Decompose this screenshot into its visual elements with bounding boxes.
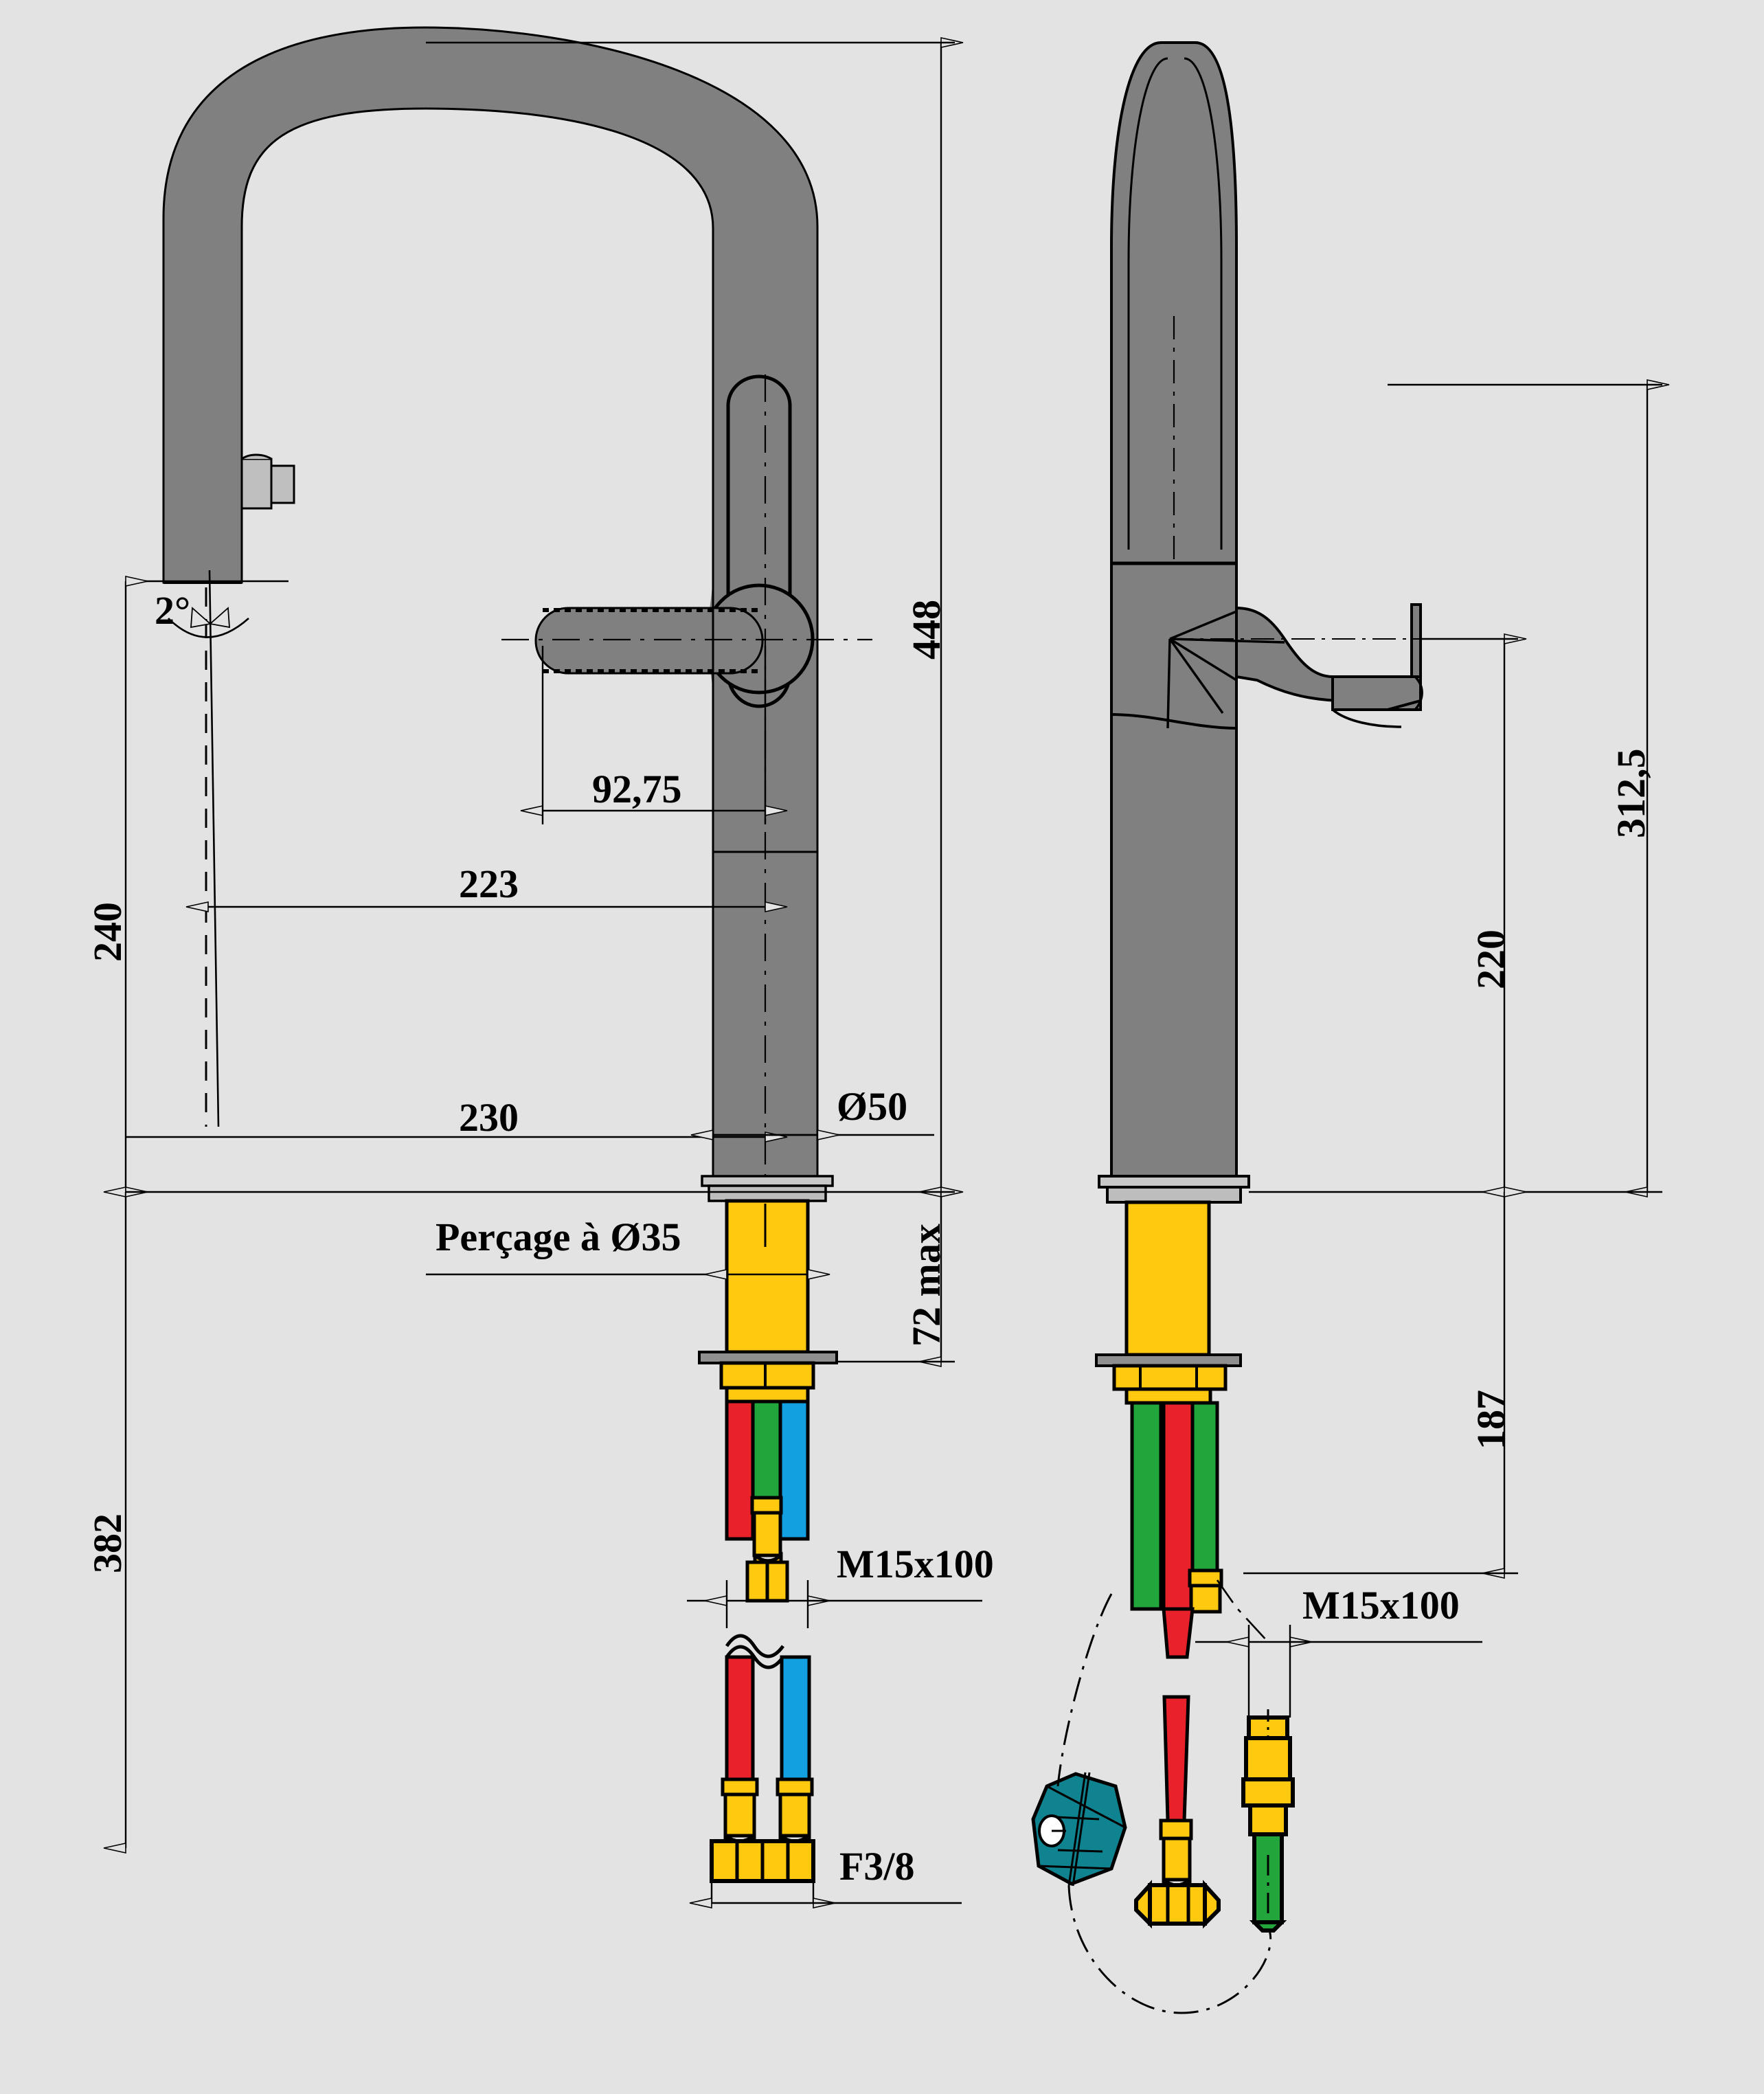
side-view-brass-shank [1095,1200,1242,1405]
dim-label-f38: F3/8 [839,1844,915,1889]
side-view-body [1110,41,1449,1189]
front-view-flex-hoses [710,1399,815,1883]
dim-label-220: 220 [1469,930,1513,989]
dim-label-382: 382 [85,1513,130,1573]
dim-label-dia50: Ø50 [837,1084,908,1129]
dim-label-448: 448 [904,600,949,660]
dim-label-m15x100-side: M15x100 [1302,1583,1460,1628]
front-view-mounting-flange [701,1175,834,1202]
teal-hex-weight [1031,1772,1127,1887]
dim-label-223: 223 [459,862,519,906]
side-view-mounting-flange [1098,1175,1250,1204]
dim-label-9275: 92,75 [592,767,682,811]
side-view-dimension-lines [1195,379,1670,1718]
dim-label-3125: 312,5 [1609,748,1653,839]
dim-label-2deg: 2° [155,588,191,633]
front-view-body [162,26,872,1197]
front-view-brass-shank [698,1199,838,1404]
dim-label-percage35: Perçage à Ø35 [436,1215,681,1259]
side-view-flex-hoses [1031,1401,1295,2014]
dim-label-72max: 72 max [904,1224,949,1347]
front-view-dimension-lines [103,37,982,1909]
dim-label-m15x100-front: M15x100 [837,1542,994,1586]
dim-label-240: 240 [85,902,130,962]
dim-label-230: 230 [459,1095,519,1140]
dim-label-187: 187 [1469,1390,1513,1450]
